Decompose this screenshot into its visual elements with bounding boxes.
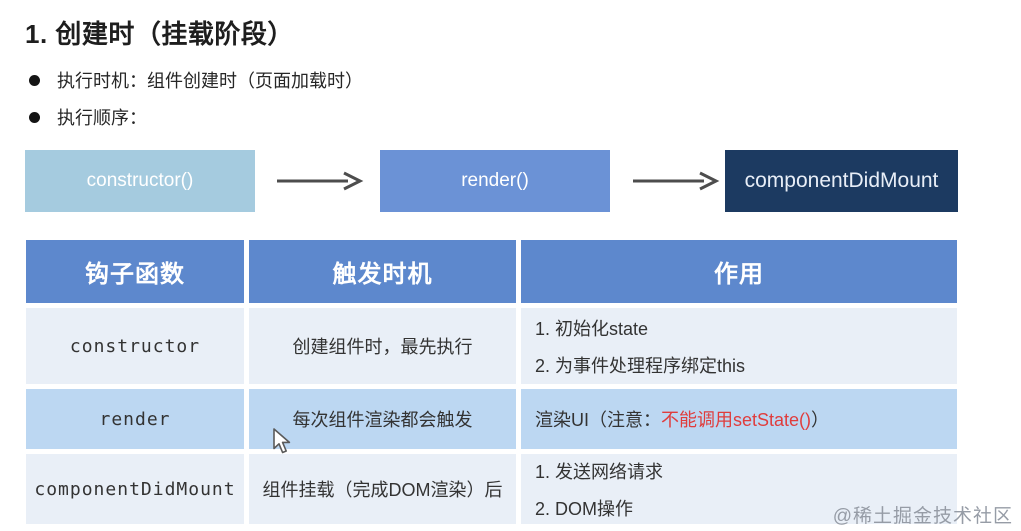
- purpose-line: 1. 初始化state: [535, 318, 649, 339]
- table-cell-purpose: 1. 初始化state 2. 为事件处理程序绑定this: [521, 308, 957, 384]
- table-cell-hook: componentDidMount: [26, 454, 244, 524]
- bullet-item-timing: 执行时机：组件创建时（页面加载时）: [29, 67, 363, 93]
- table-header-timing: 触发时机: [249, 240, 516, 303]
- table-cell-hook: constructor: [26, 308, 244, 384]
- table-cell-timing: 每次组件渲染都会触发: [249, 389, 516, 449]
- flow-step-constructor: constructor(): [25, 150, 255, 212]
- bullet-text: 执行顺序：: [57, 108, 147, 128]
- purpose-line: 1. 发送网络请求: [535, 461, 664, 482]
- purpose-text: 渲染UI（注意：: [535, 410, 661, 430]
- table-header-purpose: 作用: [521, 240, 957, 303]
- flow-step-render: render(): [380, 150, 610, 212]
- lifecycle-table: 钩子函数 触发时机 作用 constructor 创建组件时，最先执行 1. 初…: [26, 240, 957, 524]
- purpose-line: 渲染UI（注意：不能调用setState()）: [535, 406, 829, 432]
- bullet-icon: [29, 111, 40, 123]
- bullet-icon: [29, 74, 40, 86]
- mouse-cursor-icon: [273, 428, 291, 454]
- purpose-warning-text: 不能调用setState(): [661, 410, 812, 430]
- purpose-text: ）: [811, 410, 830, 430]
- watermark: @稀土掘金技术社区: [832, 506, 1013, 527]
- table-cell-purpose: 1. 发送网络请求 2. DOM操作: [521, 454, 957, 524]
- table-cell-timing: 组件挂载（完成DOM渲染）后: [249, 454, 516, 524]
- right-arrow-icon: [277, 171, 364, 191]
- right-arrow-icon: [633, 171, 720, 191]
- bullet-text: 执行时机：组件创建时（页面加载时）: [57, 71, 363, 91]
- table-cell-timing: 创建组件时，最先执行: [249, 308, 516, 384]
- flow-step-componentDidMount: componentDidMount: [725, 150, 958, 212]
- table-cell-purpose: 渲染UI（注意：不能调用setState()）: [521, 389, 957, 449]
- purpose-line: 2. 为事件处理程序绑定this: [535, 355, 746, 376]
- table-cell-hook: render: [26, 389, 244, 449]
- bullet-item-order: 执行顺序：: [29, 104, 147, 130]
- purpose-line: 2. DOM操作: [535, 498, 634, 519]
- table-header-hook: 钩子函数: [26, 240, 244, 303]
- page-title: 1. 创建时（挂载阶段）: [25, 19, 294, 49]
